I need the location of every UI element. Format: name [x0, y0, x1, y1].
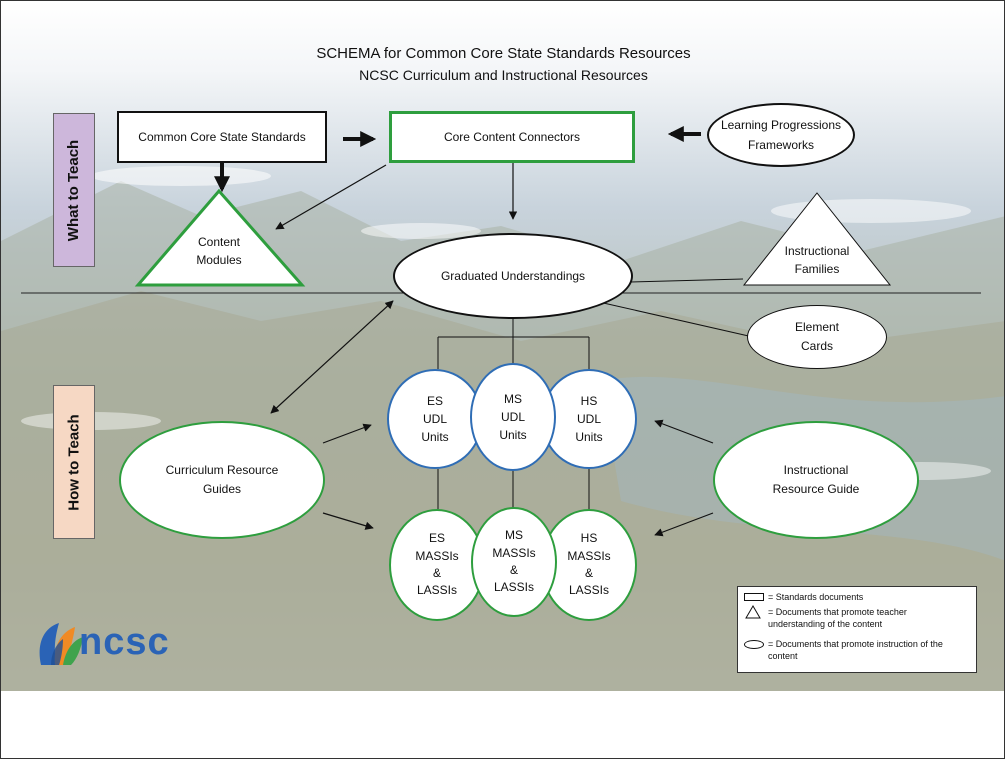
content-modules-triangle — [134, 188, 306, 287]
arrow-irg-to-massi — [654, 512, 714, 537]
legend-row-instruction: = Documents that promote instruction of … — [742, 638, 943, 662]
how-to-teach-label: How to Teach — [53, 385, 95, 539]
line-gu-to-if — [628, 278, 744, 283]
instructional-families-triangle — [742, 192, 892, 286]
page-title: SCHEMA for Common Core State Standards R… — [316, 45, 691, 62]
legend-ellipse-icon — [742, 638, 768, 650]
legend: = Standards documents = Documents that p… — [737, 586, 977, 673]
line-gu-to-ec — [598, 301, 754, 338]
arrow-crg-gu — [270, 300, 394, 414]
common-core-state-standards-box: Common Core State Standards — [117, 111, 327, 163]
arrow-ccc-to-cm — [275, 164, 387, 230]
arrow-crg-to-massi — [322, 512, 374, 530]
what-to-teach-label: What to Teach — [53, 113, 95, 267]
arrow-crg-to-udl — [322, 423, 372, 444]
page-subtitle: NCSC Curriculum and Instructional Resour… — [359, 67, 648, 83]
legend-row-standards: = Standards documents — [742, 591, 863, 603]
ncsc-leaf-icon — [39, 623, 83, 665]
core-content-connectors-box: Core Content Connectors — [389, 111, 635, 163]
line-units-to-massi — [437, 469, 590, 509]
legend-triangle-icon — [742, 605, 768, 619]
graduated-understandings-ellipse: Graduated Understandings — [393, 233, 633, 319]
legend-rectangle-icon — [742, 591, 768, 603]
arrow-irg-to-udl — [654, 419, 714, 444]
line-gu-to-units — [437, 319, 590, 369]
ncsc-logo-text: ncsc — [79, 621, 170, 663]
